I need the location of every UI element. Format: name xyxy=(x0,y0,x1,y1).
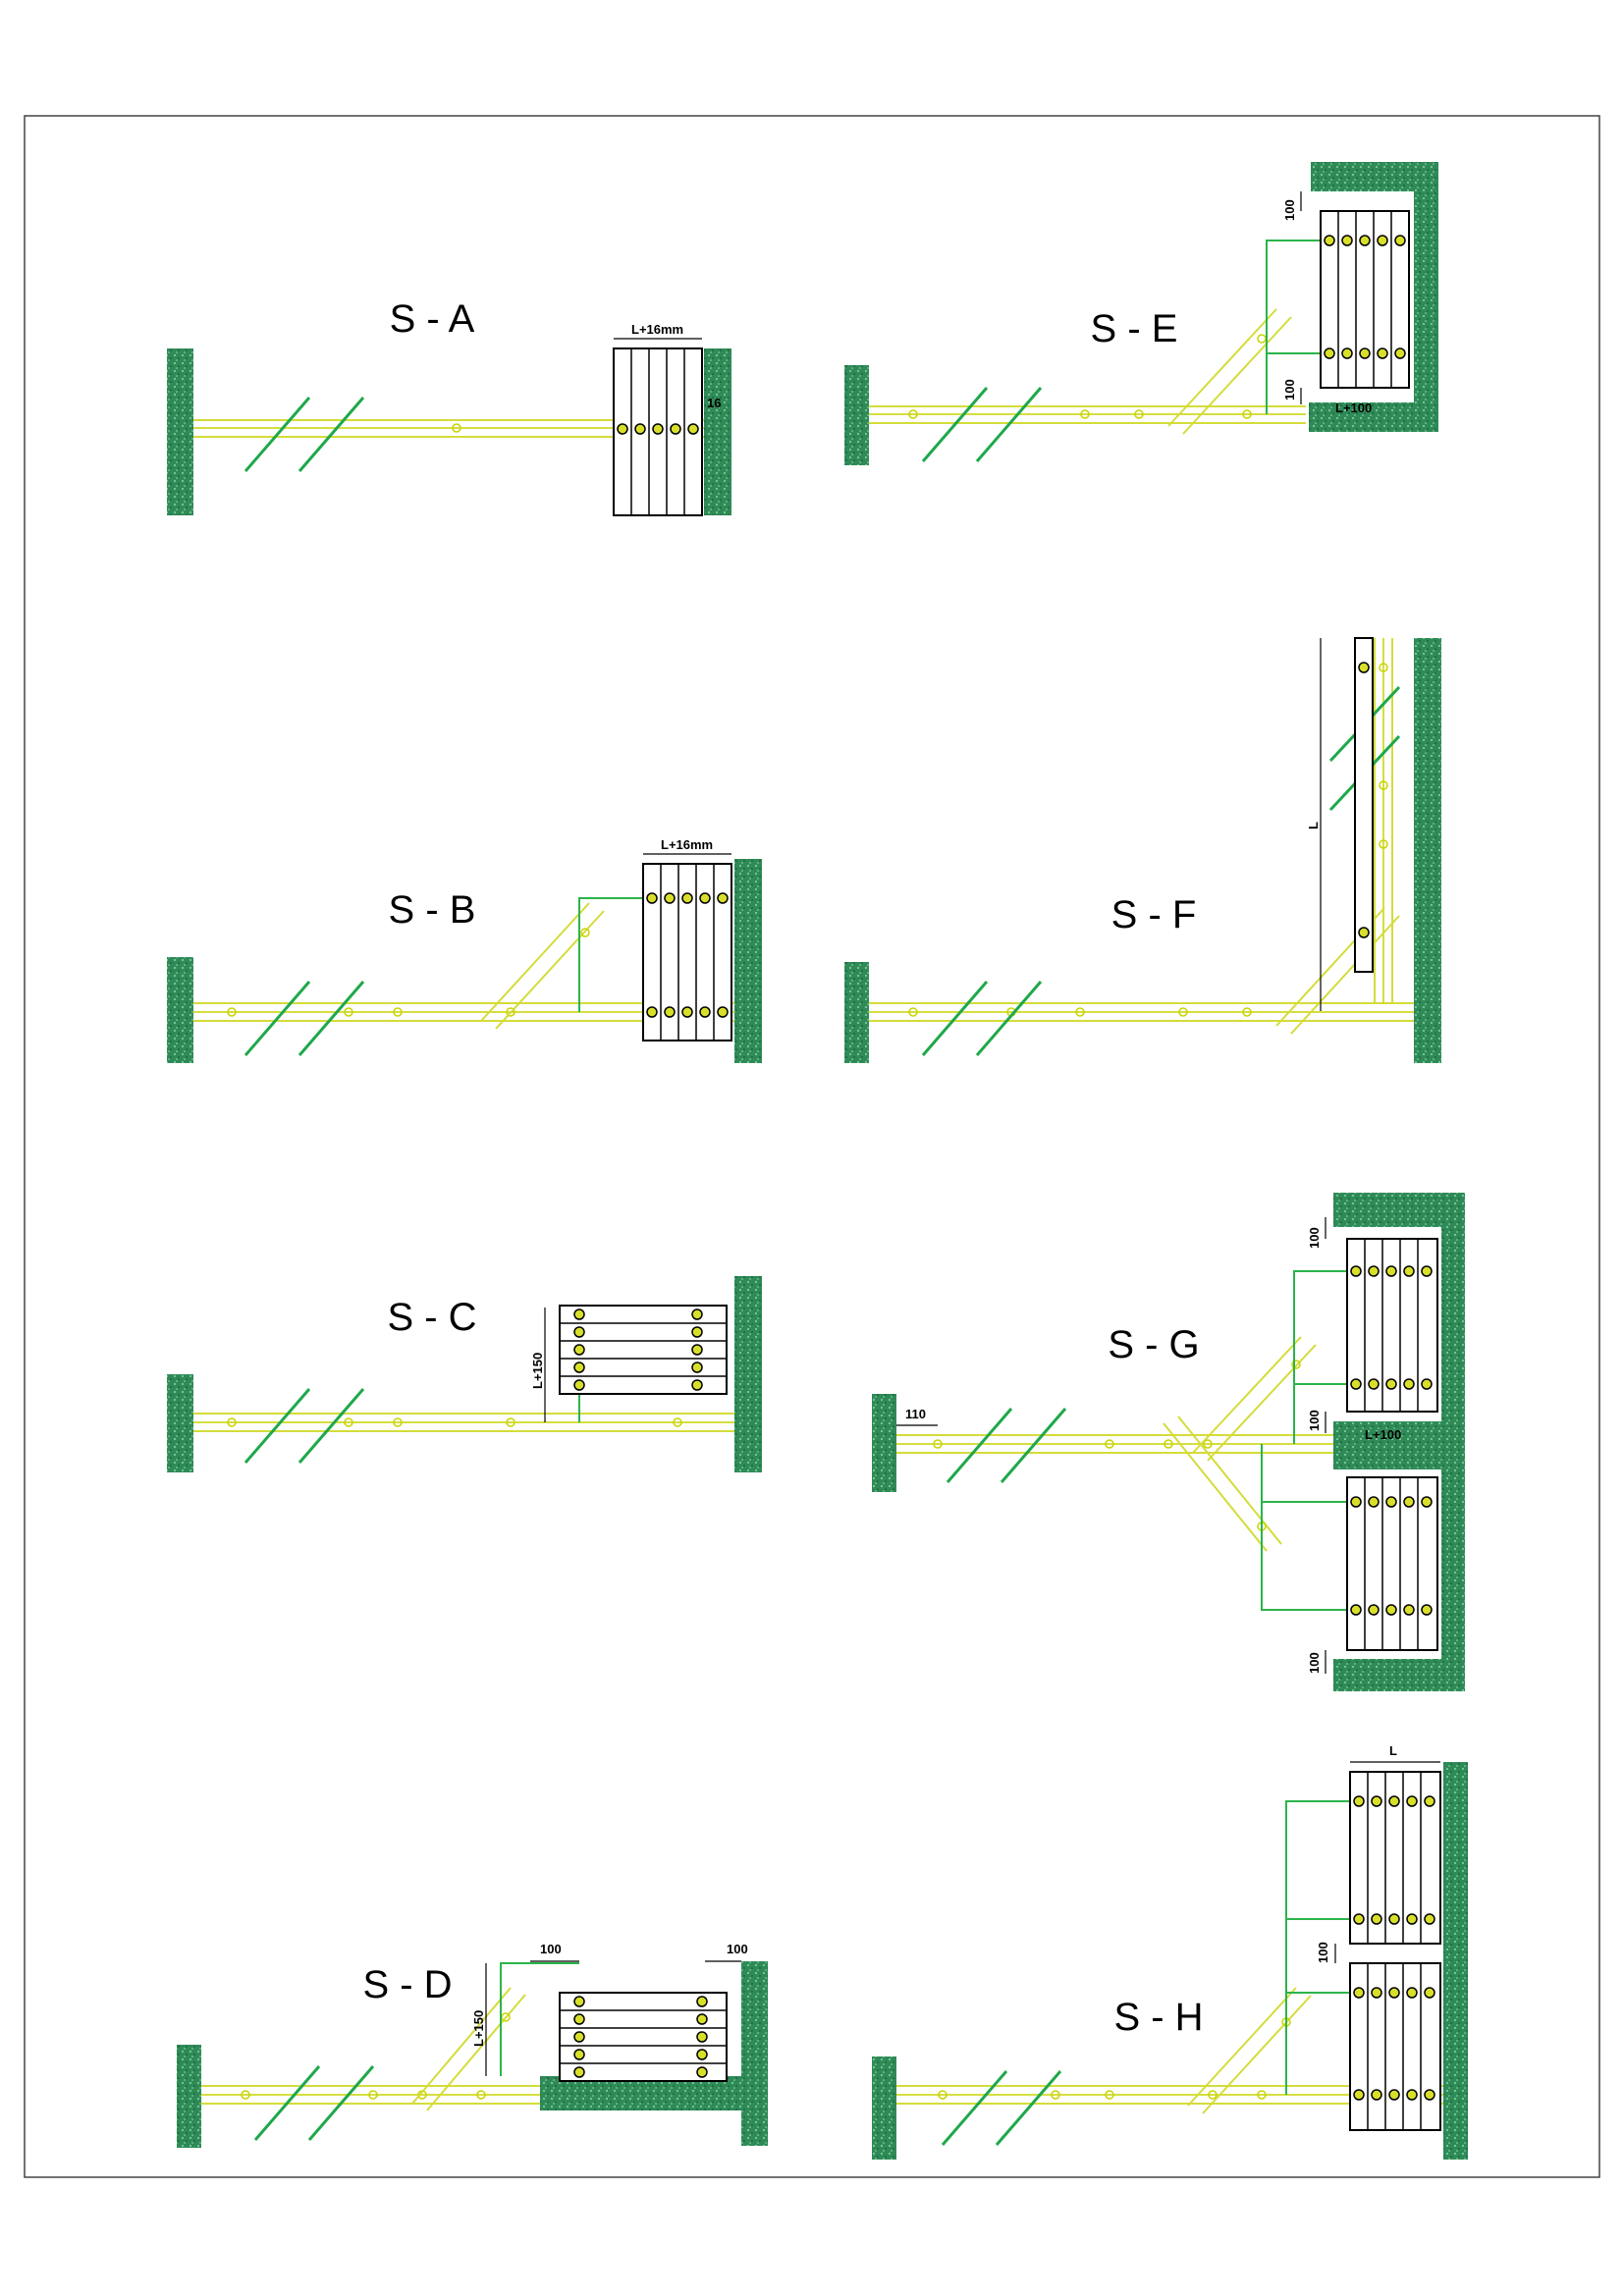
dim-label: L xyxy=(1389,1743,1397,1758)
dim-label: 100 xyxy=(1282,379,1297,400)
diagram-title: S - C xyxy=(387,1296,476,1339)
bracket xyxy=(578,897,648,1012)
diagram-s-b: S - B xyxy=(167,837,762,1063)
diagram-s-h: S - H xyxy=(872,1743,1468,2160)
radiator xyxy=(642,863,732,1041)
bracket xyxy=(1266,240,1321,414)
sheet-border xyxy=(24,115,1600,2178)
bracket xyxy=(1285,1800,1350,2095)
wall-double-alcove xyxy=(1333,1193,1465,1691)
wall-left xyxy=(167,957,193,1063)
rail xyxy=(896,1434,1333,1454)
dim-label: 100 xyxy=(540,1942,562,1956)
radiator xyxy=(559,1305,728,1395)
diagonal-brace-up xyxy=(1192,1336,1317,1462)
diagonal-brace xyxy=(1275,907,1400,1035)
wall-right xyxy=(741,1961,768,2146)
wall-left xyxy=(167,348,193,515)
bracket xyxy=(485,1962,579,2076)
radiator-upper xyxy=(1346,1238,1438,1413)
diagram-title: S - D xyxy=(362,1963,452,2006)
diagonal-brace xyxy=(480,902,605,1030)
dim-label: L xyxy=(1306,822,1321,829)
radiator xyxy=(1320,210,1410,389)
wall-right xyxy=(704,348,731,515)
dim-label: L+16mm xyxy=(631,322,683,337)
dim-label: 100 xyxy=(1316,1942,1330,1963)
wall-left xyxy=(177,2045,201,2148)
diagram-title: S - E xyxy=(1091,307,1178,350)
diagram-s-a: S - A L+16mm 16 xyxy=(167,297,731,516)
wall-right xyxy=(734,1276,762,1472)
wall-left xyxy=(872,2056,896,2160)
radiator xyxy=(1354,637,1374,973)
radiator xyxy=(559,1992,728,2082)
diagram-s-g: S - G xyxy=(872,1193,1465,1691)
wall-right xyxy=(1443,1762,1468,2160)
dim-label: 110 xyxy=(905,1407,926,1421)
rail xyxy=(201,2085,540,2105)
dim-label: 100 xyxy=(1282,199,1297,221)
diagram-s-f: S - F xyxy=(844,637,1441,1063)
break-mark xyxy=(244,1388,365,1464)
diagram-title: S - A xyxy=(390,297,475,341)
break-mark xyxy=(921,685,1401,1056)
bracket-upper xyxy=(1293,1270,1347,1444)
radiator-lower xyxy=(1349,1962,1441,2131)
break-mark xyxy=(946,1408,1067,1483)
break-mark xyxy=(921,387,1043,462)
radiator-lower xyxy=(1346,1476,1438,1651)
diagram-title: S - H xyxy=(1113,1996,1203,2039)
break-mark xyxy=(244,397,365,472)
dim-label: L+150 xyxy=(530,1353,545,1389)
diagram-s-c: S - C xyxy=(167,1276,762,1472)
dim-label: 16 xyxy=(707,396,721,410)
wall-right xyxy=(1414,638,1441,1063)
dim-label: 100 xyxy=(1307,1410,1322,1431)
rail xyxy=(869,405,1306,424)
wall-left xyxy=(844,962,869,1063)
wall-left xyxy=(844,365,869,465)
wall-left xyxy=(167,1374,193,1472)
dim-label: 100 xyxy=(727,1942,748,1956)
radiator-upper xyxy=(1349,1771,1441,1945)
dim-label: L+100 xyxy=(1335,400,1372,415)
diagram-title: S - B xyxy=(389,888,476,932)
bracket-lower xyxy=(1261,1444,1347,1611)
dim-label: L+150 xyxy=(471,2010,486,2047)
rail-vertical xyxy=(1374,638,1393,1003)
diagonal-brace-down xyxy=(1163,1415,1282,1552)
wall-divider xyxy=(1333,1421,1441,1451)
dim-label: 100 xyxy=(1307,1227,1322,1249)
dim-label: 100 xyxy=(1307,1652,1322,1674)
diagram-s-e: S - E xyxy=(844,162,1438,465)
rail xyxy=(869,1002,1414,1022)
diagram-title: S - F xyxy=(1111,893,1197,936)
break-mark xyxy=(941,2070,1062,2146)
rail xyxy=(193,1413,734,1432)
diagram-s-d: S - D xyxy=(177,1942,768,2148)
wall-alcove xyxy=(1309,162,1438,432)
dim-label: L+100 xyxy=(1365,1427,1401,1442)
diagram-title: S - G xyxy=(1108,1323,1199,1366)
diagonal-brace xyxy=(1167,308,1292,435)
wall-right xyxy=(734,859,762,1063)
radiator xyxy=(613,347,703,516)
wall-left xyxy=(872,1394,896,1492)
break-mark xyxy=(244,981,365,1056)
dim-label: L+16mm xyxy=(661,837,713,852)
break-mark xyxy=(253,2065,375,2141)
